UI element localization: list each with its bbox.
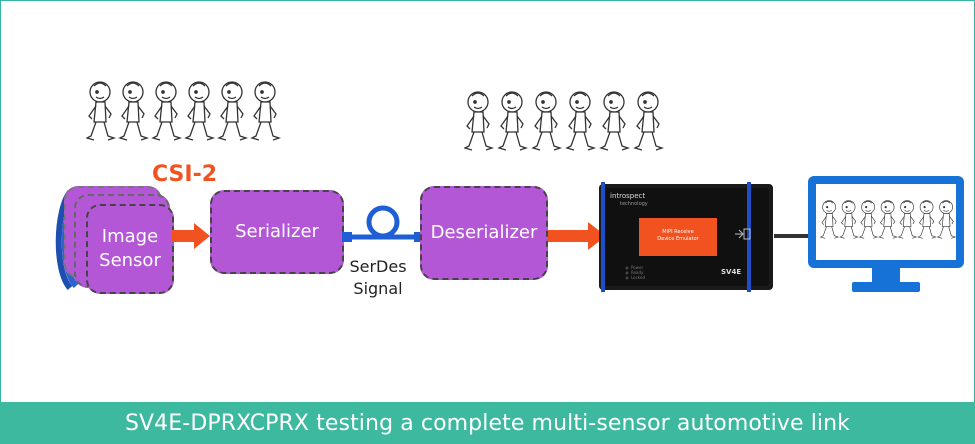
caption-banner: SV4E-DPRXCPRX testing a complete multi-s… [0,402,975,444]
led-locked-label: Locked [631,275,645,280]
device-model-label: SV4E [721,268,742,276]
sv4e-device-body [599,182,773,292]
device-brand-sub: technology [620,201,648,207]
csi2-label: CSI-2 [152,162,218,187]
arrow-deserializer-to-device [548,222,606,250]
caption-text: SV4E-DPRXCPRX testing a complete multi-s… [124,410,851,436]
sv4e-device: introspect technology MIPI Receive Devic… [597,182,775,292]
device-brand-logo: introspect technology [610,192,648,208]
walking-figures-top [86,81,280,141]
image-sensor-label-line2: Sensor [99,250,161,271]
arrow-sensor-to-serializer [172,223,210,249]
device-to-monitor-cable [774,234,810,238]
serdes-label-line1: SerDes [349,257,407,276]
device-screen-line2: Device Emulator [657,236,699,242]
serdes-cable-icon [342,205,424,242]
image-sensor-label-line1: Image [101,226,159,247]
monitor-icon [808,176,964,292]
deserializer-block: Deserializer [420,186,548,280]
image-sensor-block: Image Sensor [86,204,174,294]
walking-figures-middle [464,91,663,151]
device-led-labels: Power Ready Locked [631,265,645,280]
led-ready-label: Ready [631,270,644,275]
serdes-label-line2: Signal [353,279,403,298]
serializer-block: Serializer [210,190,344,274]
device-screen-text: MIPI Receive Device Emulator [639,229,717,243]
device-brand: introspect [610,192,646,200]
device-screen-line1: MIPI Receive [662,229,694,235]
serdes-signal-label: SerDes Signal [346,256,410,300]
led-power-label: Power [631,265,644,270]
